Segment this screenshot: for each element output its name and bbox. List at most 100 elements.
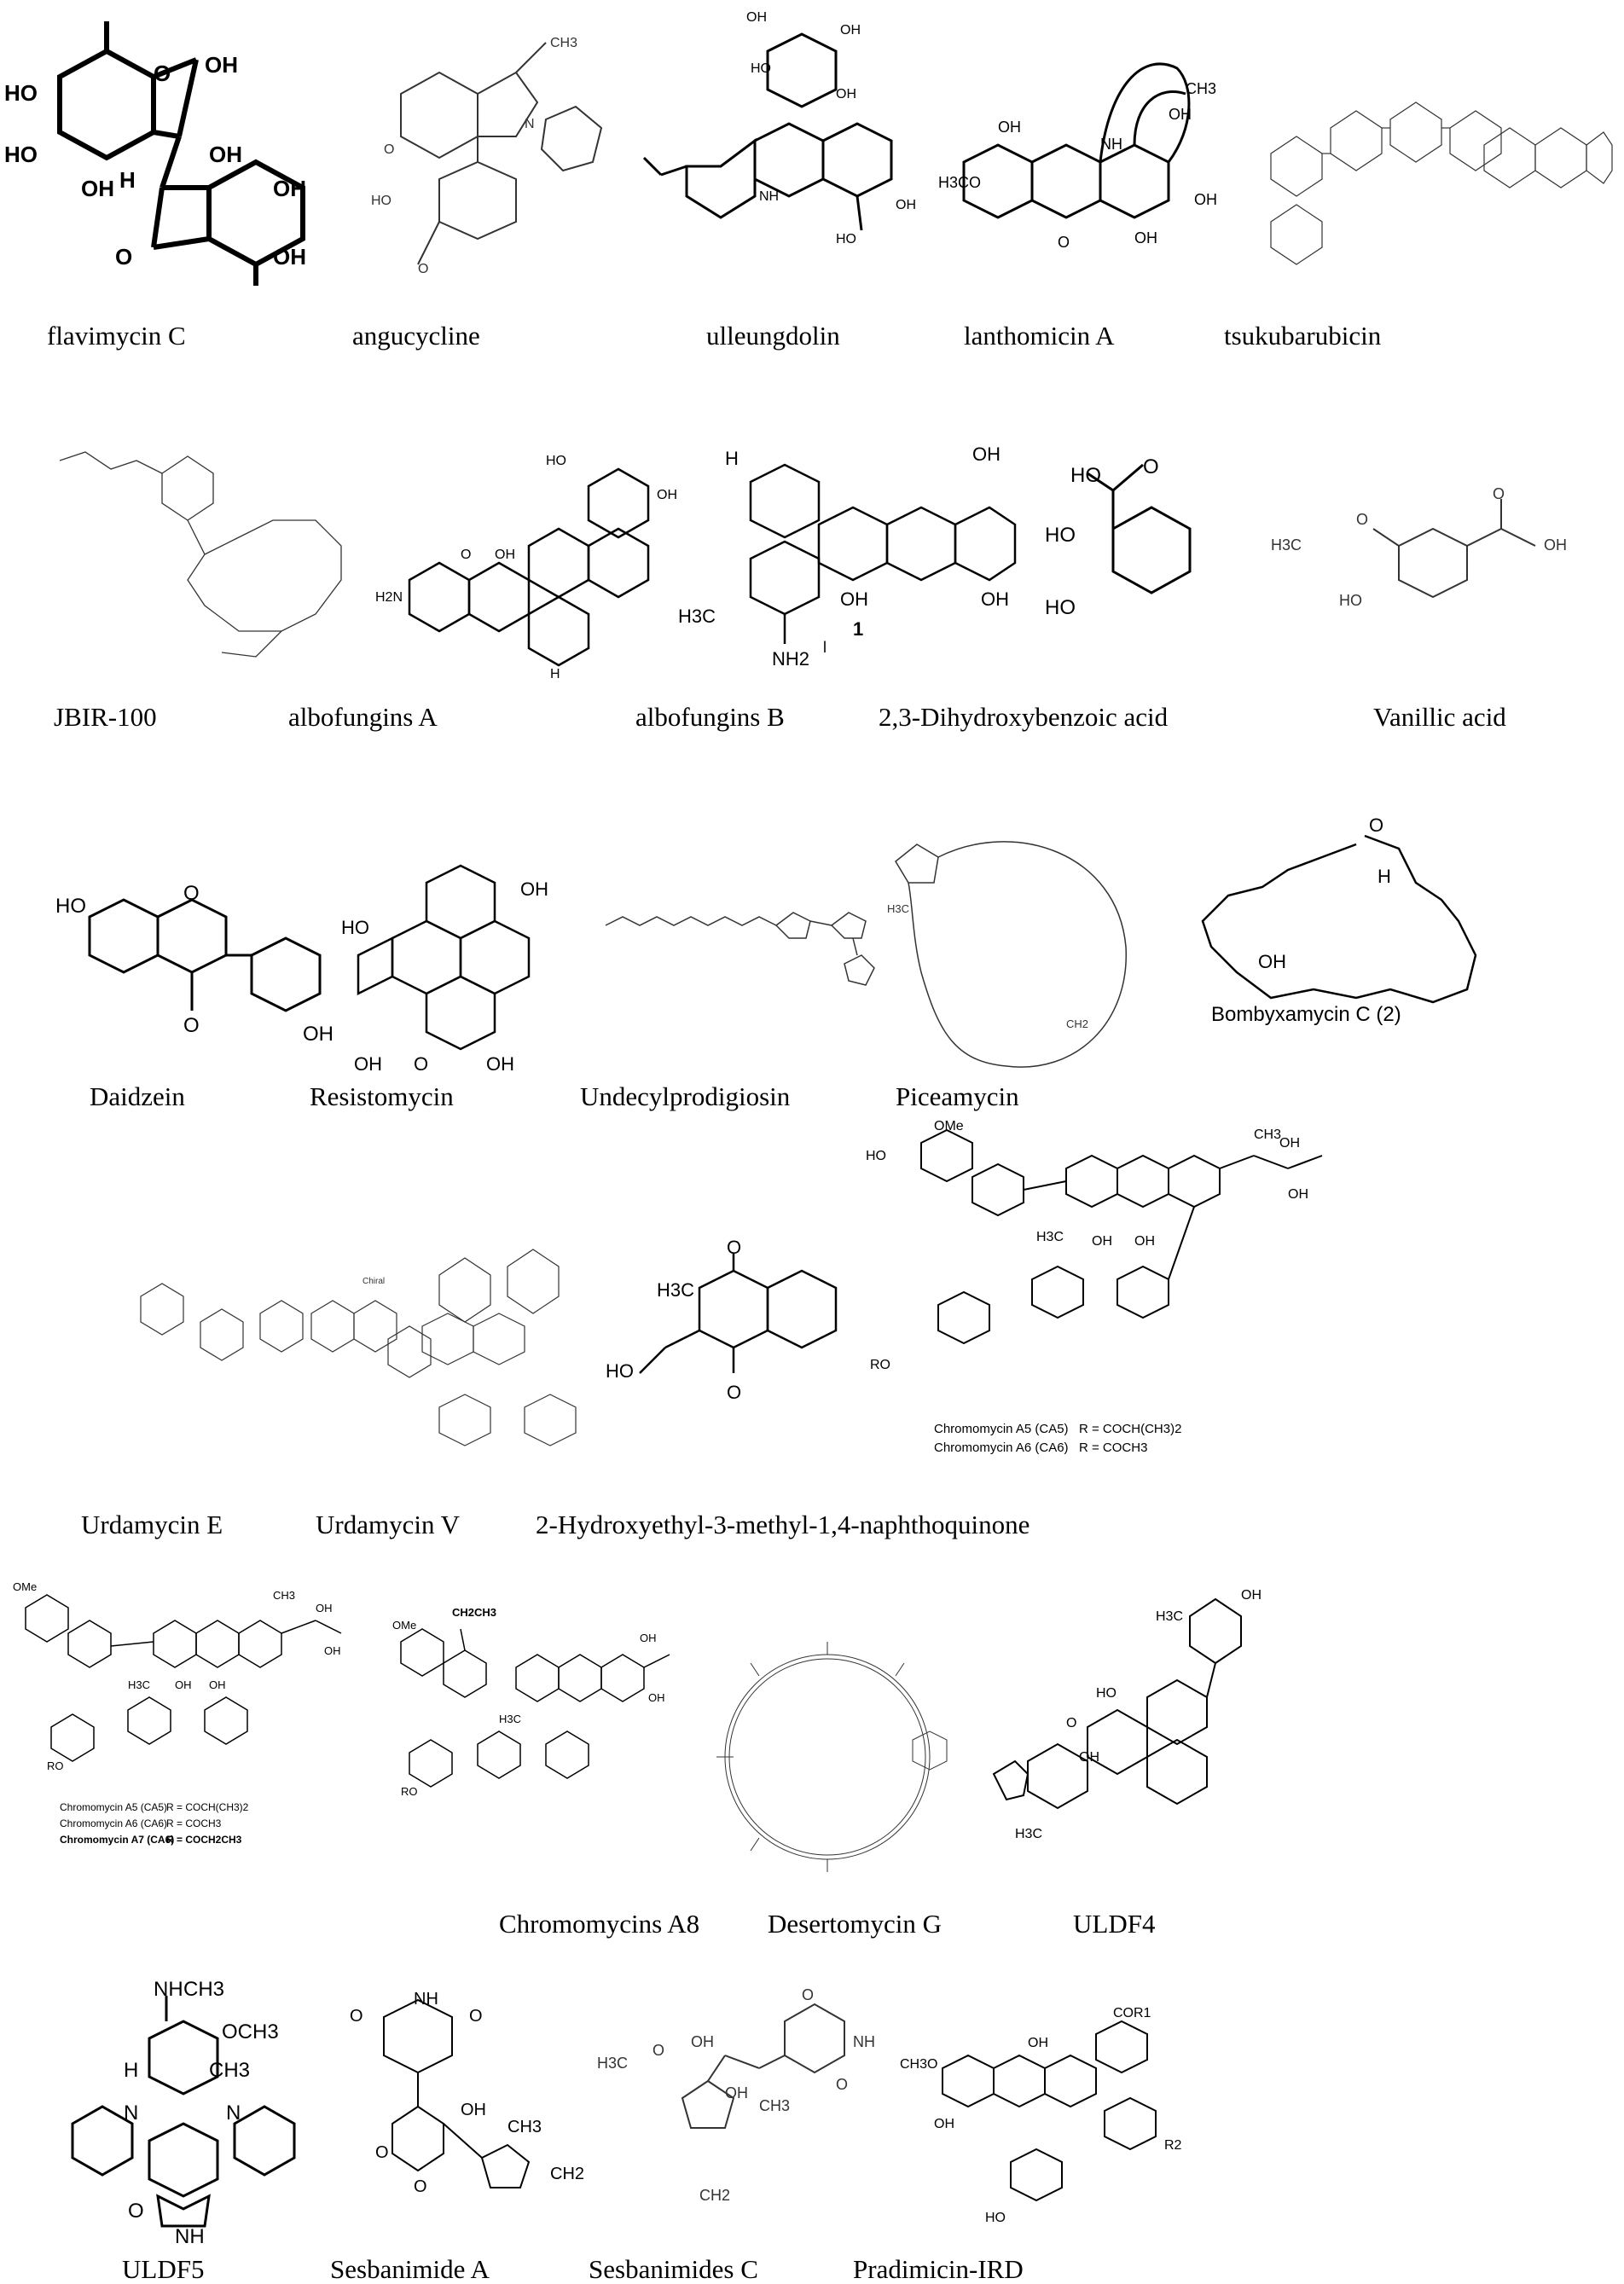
svg-text:H: H: [1378, 866, 1391, 887]
svg-text:R2: R2: [1164, 2138, 1182, 2153]
svg-text:NH: NH: [1100, 136, 1122, 153]
svg-text:RO: RO: [401, 1785, 418, 1798]
svg-text:OH: OH: [1079, 1750, 1099, 1765]
svg-text:O: O: [1143, 455, 1159, 478]
svg-text:OH: OH: [1194, 191, 1217, 208]
svg-text:O: O: [1058, 234, 1070, 251]
svg-text:O: O: [418, 262, 428, 276]
svg-text:OH: OH: [1258, 951, 1286, 972]
label-hydroxyethyl-naphthoquinone: 2-Hydroxyethyl-3-methyl-1,4-naphthoquino…: [536, 1510, 1030, 1539]
label-lanthomicin-a: lanthomicin A: [964, 321, 1115, 351]
svg-text:OH: OH: [840, 588, 868, 610]
svg-text:CH3: CH3: [550, 36, 577, 50]
svg-text:HO: HO: [4, 80, 38, 106]
svg-text:OH: OH: [972, 443, 1000, 465]
svg-text:H2N: H2N: [375, 590, 403, 605]
chromomycin-structure-2: OMe CH3 OH OH H3C OH OH RO: [0, 1574, 358, 1795]
svg-text:O: O: [1493, 485, 1505, 502]
svg-text:OH: OH: [836, 87, 856, 101]
svg-text:OH: OH: [1028, 2036, 1048, 2050]
jbir-100-structure: [51, 435, 375, 682]
svg-text:HO: HO: [866, 1149, 886, 1163]
svg-text:COR1: COR1: [1113, 2006, 1151, 2020]
svg-text:OH: OH: [273, 244, 306, 270]
svg-text:OH: OH: [461, 2101, 486, 2119]
svg-text:H3C: H3C: [678, 606, 716, 627]
chromomycin-legend-2: Chromomycin A5 (CA5)R = COCH(CH3)2 Chrom…: [60, 1800, 248, 1848]
svg-text:O: O: [727, 1382, 741, 1403]
bombyxamycin-caption: Bombyxamycin C (2): [1211, 1003, 1401, 1026]
legend-row: Chromomycin A5 (CA5)R = COCH(CH3)2: [60, 1801, 249, 1813]
svg-text:H3C: H3C: [499, 1713, 521, 1725]
svg-text:OH: OH: [1092, 1234, 1112, 1249]
svg-text:1: 1: [853, 618, 863, 640]
svg-text:OH: OH: [209, 142, 242, 167]
tsukubarubicin-structure: [1254, 51, 1613, 281]
svg-text:H3C: H3C: [887, 902, 909, 915]
chromomycin-legend-1: Chromomycin A5 (CA5)R = COCH(CH3)2 Chrom…: [934, 1420, 1181, 1458]
svg-text:O: O: [836, 2076, 848, 2093]
svg-text:H3C: H3C: [1156, 1609, 1183, 1624]
label-sesbanimide-a: Sesbanimide A: [330, 2254, 490, 2284]
label-albofungins-a: albofungins A: [288, 702, 438, 732]
svg-text:H: H: [550, 667, 560, 681]
svg-text:RO: RO: [870, 1358, 890, 1372]
sesbanimides-c-structure: O NH O OH H3C O OH CH3 CH2: [597, 1986, 875, 2226]
label-albofungins-b: albofungins B: [635, 702, 785, 732]
vanillic-acid-structure: H3C O HO O OH: [1271, 485, 1586, 631]
svg-text:HO: HO: [606, 1360, 634, 1382]
svg-text:HO: HO: [1070, 464, 1101, 487]
svg-text:O: O: [154, 61, 171, 86]
svg-text:OH: OH: [896, 198, 916, 212]
label-urdamycin-e: Urdamycin E: [81, 1510, 223, 1539]
albofungins-b-structure: H OH OH OH H3C NH2 1 l: [674, 431, 1017, 670]
svg-text:HO: HO: [836, 232, 856, 246]
label-flavimycin-c: flavimycin C: [47, 321, 186, 351]
legend-row: Chromomycin A5 (CA5)R = COCH(CH3)2: [934, 1422, 1182, 1436]
svg-text:OH: OH: [691, 2033, 714, 2050]
svg-text:HO: HO: [1045, 524, 1076, 547]
svg-text:NH2: NH2: [772, 648, 809, 670]
label-tsukubarubicin: tsukubarubicin: [1224, 321, 1382, 351]
svg-text:OH: OH: [1134, 1234, 1155, 1249]
resistomycin-structure: HO OH OH O OH: [341, 861, 580, 1075]
svg-text:O: O: [414, 1053, 428, 1075]
angucycline-structure: CH3 N O HO O: [367, 26, 606, 316]
svg-text:O: O: [414, 2177, 427, 2196]
svg-text:H: H: [124, 2059, 138, 2082]
lanthomicin-a-structure: OH NH CH3 OH OH H3CO OH O: [938, 34, 1220, 281]
dihydroxybenzoic-acid-structure: HO O HO HO: [1032, 443, 1228, 648]
label-piceamycin: Piceamycin: [896, 1081, 1019, 1111]
svg-text:OH: OH: [520, 878, 548, 900]
label-sesbanimides-c: Sesbanimides C: [589, 2254, 758, 2284]
svg-text:OH: OH: [998, 119, 1021, 136]
hydroxyethyl-naphthoquinone-structure: H3C O O HO: [597, 1237, 838, 1424]
legend-row: Chromomycin A7 (CA6)R = COCH2CH3: [60, 1834, 242, 1846]
svg-text:NH: NH: [175, 2225, 205, 2248]
svg-text:O: O: [350, 2007, 363, 2026]
pradimicin-ird-structure: CH3O COR1 OH OH HO R2: [900, 2000, 1241, 2230]
svg-text:O: O: [469, 2007, 483, 2026]
svg-text:OH: OH: [725, 2084, 748, 2101]
label-desertomycin-g: Desertomycin G: [768, 1909, 942, 1939]
svg-text:OH: OH: [657, 488, 677, 502]
svg-text:NH: NH: [154, 1978, 183, 2001]
svg-text:HO: HO: [546, 454, 566, 468]
svg-text:OH: OH: [934, 2117, 954, 2131]
svg-text:OH: OH: [209, 1678, 226, 1691]
svg-text:OH: OH: [1241, 1588, 1262, 1603]
daidzein-structure: HO O O OH: [55, 882, 345, 1053]
svg-text:CH2CH3: CH2CH3: [452, 1606, 496, 1619]
svg-text:HO: HO: [1339, 592, 1362, 609]
svg-text:OH: OH: [1134, 229, 1157, 246]
svg-text:H3CO: H3CO: [938, 174, 981, 191]
svg-text:OH: OH: [205, 52, 238, 78]
albofungins-a-structure: H2N HO OH OH O H: [375, 435, 699, 682]
flavimycin-c-structure: HO HO OH O OH H OH OH OH O: [0, 9, 333, 290]
uldf4-structure: H3C OH HO O OH H3C: [992, 1582, 1301, 1864]
svg-text:CH2: CH2: [699, 2187, 730, 2204]
svg-text:O: O: [128, 2200, 144, 2223]
svg-text:OCH3: OCH3: [222, 2020, 279, 2043]
urdamycin-v-structure: [388, 1241, 618, 1463]
svg-text:O: O: [183, 1014, 200, 1037]
